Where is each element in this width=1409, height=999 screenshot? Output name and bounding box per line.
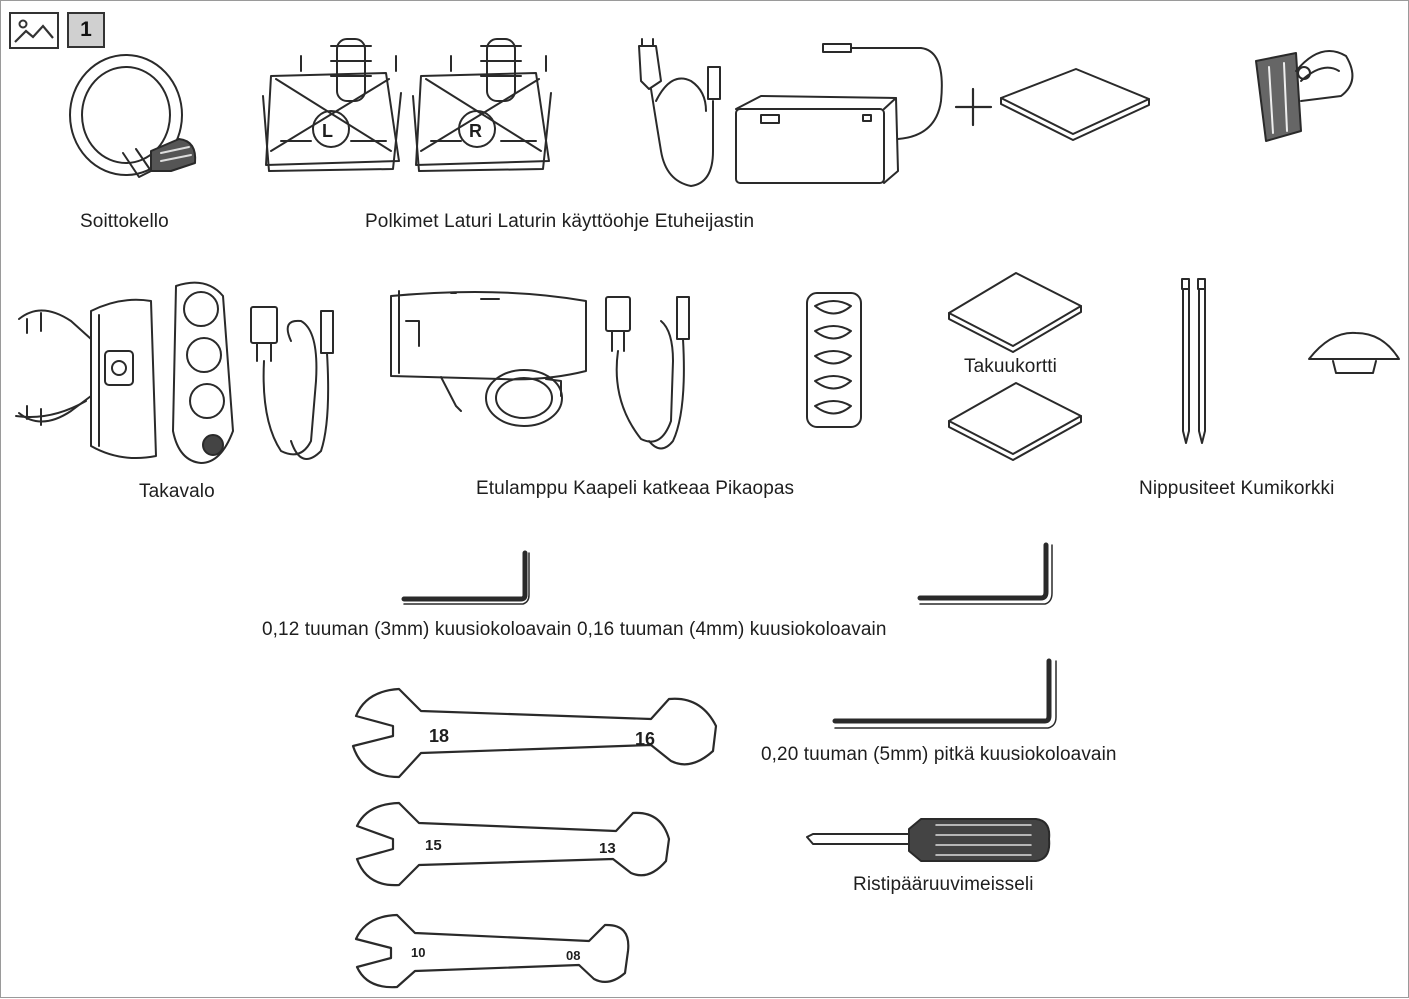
figure-number-badge: 1 [67, 12, 105, 48]
quick-guide-illustration [948, 382, 1082, 461]
wrench-1-right-size: 16 [635, 729, 655, 749]
cable-ties-illustration [1181, 278, 1206, 444]
front-reflector-illustration [1255, 50, 1354, 142]
warranty-card-illustration [948, 272, 1082, 353]
cable-illustration [605, 296, 690, 450]
label-cable-ties-rubber-cap: Nippusiteet Kumikorkki [1139, 478, 1335, 499]
wrench-15-13-illustration [355, 801, 671, 887]
bell-illustration [69, 54, 197, 178]
rubber-cap-illustration [1308, 331, 1400, 374]
label-rear-light: Takavalo [139, 481, 215, 502]
hex-key-3mm-illustration [401, 550, 530, 605]
wrench-2-right-size: 13 [599, 840, 616, 857]
pedal-left [262, 38, 402, 172]
label-bell: Soittokello [80, 211, 169, 232]
wrench-3-left-size: 10 [411, 945, 425, 960]
hex-key-5mm-long-illustration [832, 658, 1057, 729]
image-icon [9, 12, 59, 49]
pedal-left-mark: L [322, 121, 333, 141]
front-lamp-illustration [390, 290, 587, 427]
cable-clips-illustration [806, 292, 862, 428]
wrench-1-left-size: 18 [429, 726, 449, 746]
charger-manual-illustration [1000, 68, 1150, 141]
wrench-18-16-illustration [351, 687, 718, 779]
label-screwdriver: Ristipääruuvimeisseli [853, 874, 1034, 895]
label-hex-key-5mm-long: 0,20 tuuman (5mm) pitkä kuusiokoloavain [761, 744, 1117, 765]
charger-illustration [638, 38, 943, 187]
screwdriver-illustration [806, 818, 1051, 862]
pedal-right-mark: R [469, 121, 482, 141]
label-front-lamp-cable-guide: Etulamppu Kaapeli katkeaa Pikaopas [476, 478, 795, 499]
rear-light-illustration [15, 281, 234, 464]
label-warranty-card: Takuukortti [964, 356, 1057, 377]
wrench-10-08-illustration [354, 913, 630, 989]
pedals-illustration [262, 38, 552, 172]
wrench-3-right-size: 08 [566, 948, 580, 963]
pedal-right [412, 38, 552, 172]
label-pedals-charger-manual-reflector: Polkimet Laturi Laturin käyttöohje Etuhe… [365, 211, 755, 232]
label-hex-keys-3mm-4mm: 0,12 tuuman (3mm) kuusiokoloavain 0,16 t… [262, 619, 887, 640]
usb-cable-illustration [250, 306, 334, 460]
plus-sign-icon [954, 87, 993, 127]
hex-key-4mm-illustration [917, 542, 1053, 605]
wrench-2-left-size: 15 [425, 837, 442, 854]
